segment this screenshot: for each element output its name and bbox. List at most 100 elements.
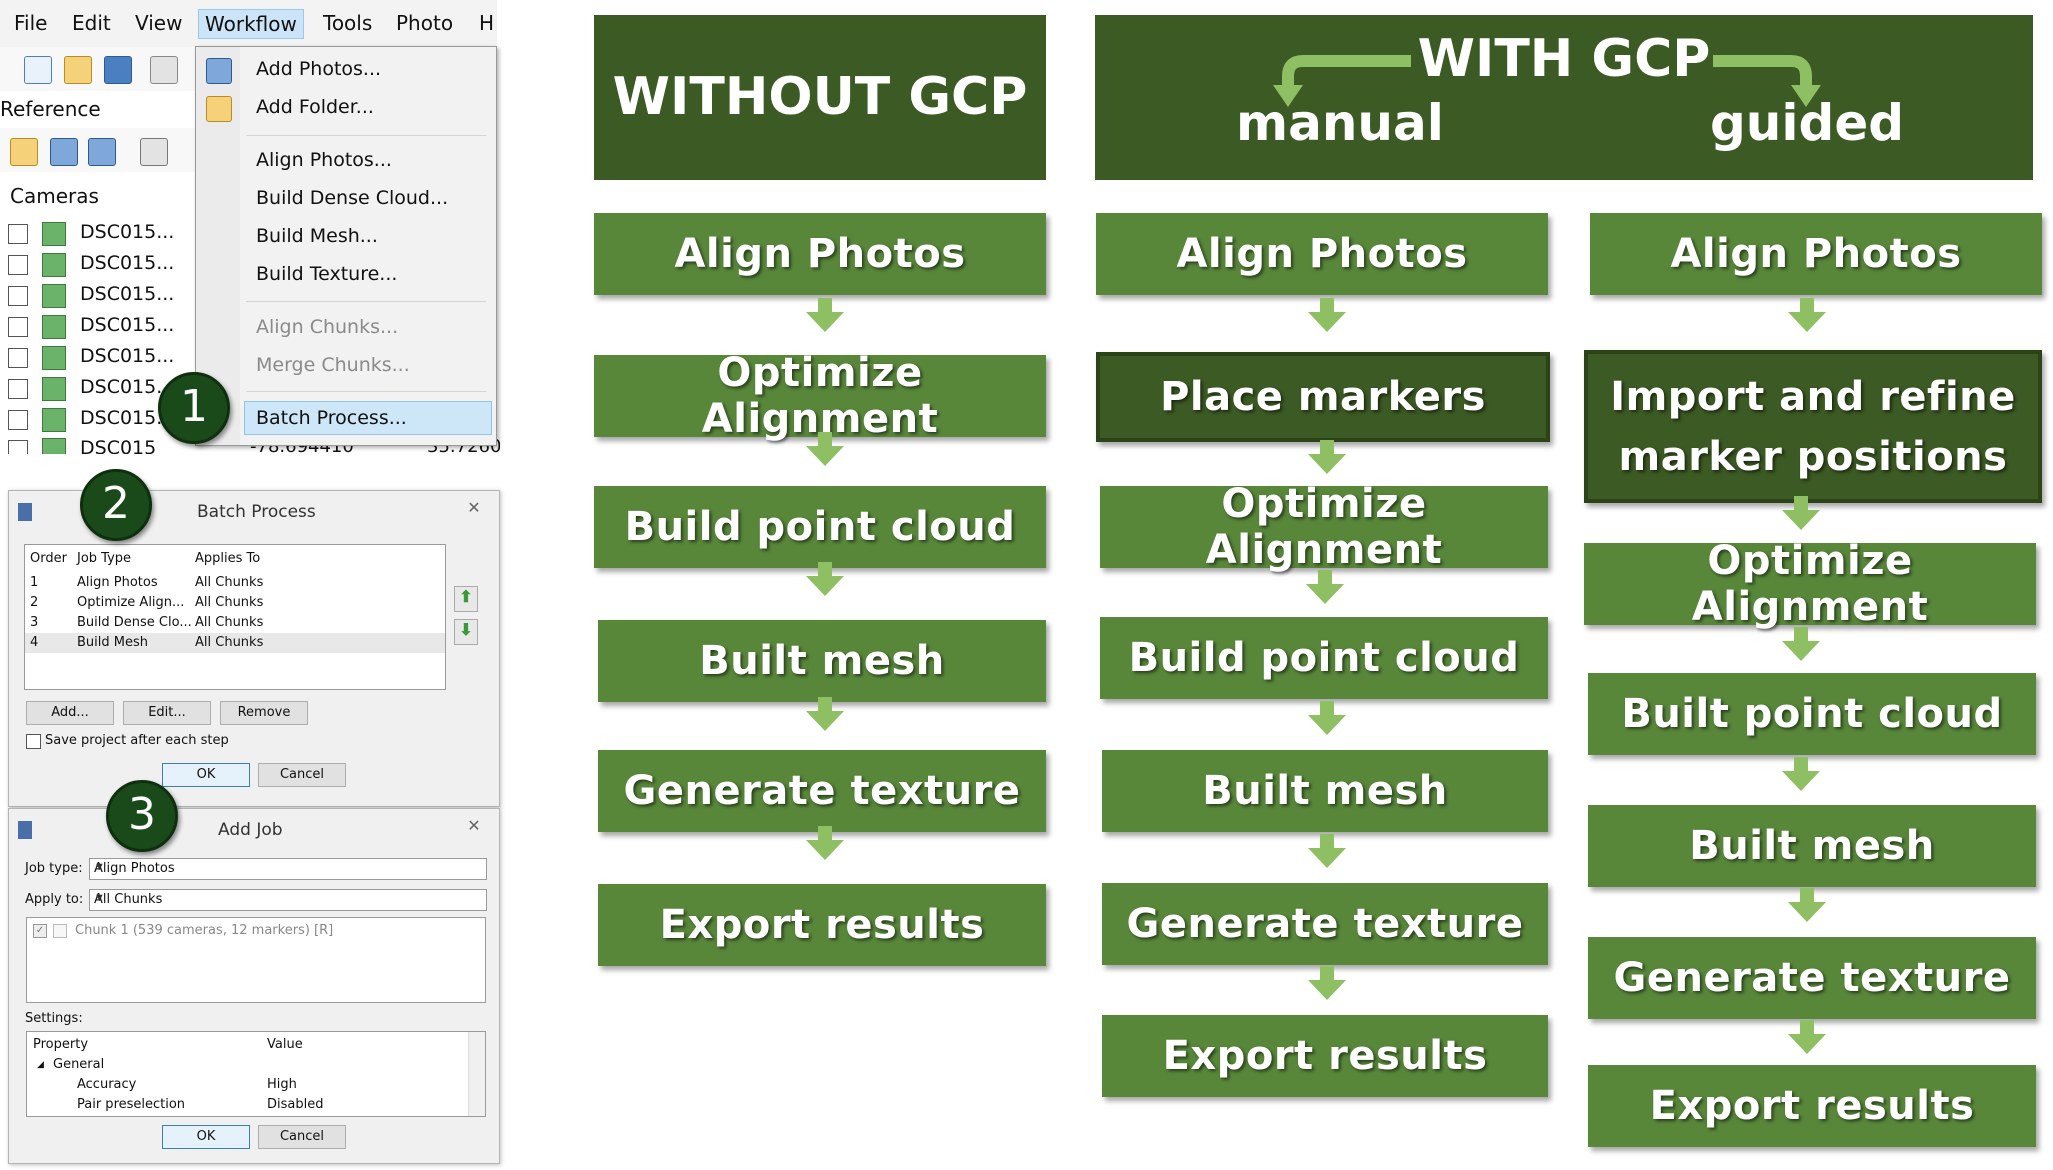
camera-row[interactable]: DSC015... — [8, 375, 198, 403]
header-with-gcp: WITH GCP manual guided — [1095, 15, 2033, 180]
menu-item-align-photos[interactable]: Align Photos... — [256, 149, 392, 171]
ok-button[interactable]: OK — [162, 1125, 250, 1149]
menu-tools[interactable]: Tools — [323, 11, 373, 35]
scrollbar[interactable] — [468, 1032, 485, 1116]
camera-checkbox[interactable] — [8, 317, 28, 337]
dialog-title: Batch Process — [197, 502, 316, 522]
edit-job-button[interactable]: Edit... — [123, 701, 211, 725]
step-box: Align Photos — [594, 213, 1046, 295]
settings-table: Property Value ◢ General Accuracy High P… — [26, 1031, 486, 1117]
export-icon[interactable] — [50, 138, 78, 166]
header-without-gcp-title: WITHOUT GCP — [612, 67, 1028, 127]
menu-separator — [246, 135, 486, 136]
camera-row[interactable]: DSC015 — [8, 436, 198, 454]
open-folder-icon[interactable] — [64, 56, 92, 84]
table-cell[interactable]: Align Photos — [77, 575, 158, 590]
add-folder-icon — [206, 96, 232, 122]
camera-row[interactable]: DSC015... — [8, 251, 198, 279]
table-cell[interactable]: All Chunks — [195, 615, 264, 630]
camera-name: DSC015... — [80, 376, 175, 398]
add-job-button[interactable]: Add... — [26, 701, 114, 725]
down-arrow-icon — [1782, 496, 1820, 530]
apply-to-value: All Chunks — [94, 892, 163, 907]
import-icon[interactable] — [10, 138, 38, 166]
table-cell[interactable]: All Chunks — [195, 595, 264, 610]
down-arrow-icon — [1788, 298, 1826, 332]
chunk-checkbox[interactable]: ✓ — [33, 924, 47, 938]
header-without-gcp: WITHOUT GCP — [594, 15, 1046, 180]
convert-icon[interactable] — [88, 138, 116, 166]
menu-item-build-dense-cloud[interactable]: Build Dense Cloud... — [256, 187, 449, 209]
menu-item-add-folder[interactable]: Add Folder... — [256, 96, 374, 118]
menu-photo[interactable]: Photo — [396, 11, 454, 35]
apply-to-label: Apply to: — [25, 892, 84, 907]
cancel-button[interactable]: Cancel — [258, 1125, 346, 1149]
undo-icon[interactable] — [150, 56, 178, 84]
move-down-arrow-icon[interactable]: ⬇ — [454, 619, 478, 645]
down-arrow-icon — [1308, 966, 1346, 1000]
table-cell[interactable]: 3 — [30, 615, 39, 630]
expand-triangle-icon[interactable]: ◢ — [37, 1060, 44, 1070]
step-box: Export results — [1588, 1065, 2036, 1147]
camera-checkbox[interactable] — [8, 348, 28, 368]
step-box: Export results — [1102, 1015, 1548, 1097]
menu-help[interactable]: H — [479, 11, 495, 35]
table-cell[interactable]: 1 — [30, 575, 39, 590]
close-icon[interactable]: ✕ — [467, 818, 481, 835]
camera-checkbox[interactable] — [8, 255, 28, 275]
apply-to-select[interactable]: All Chunks ▼ — [89, 889, 487, 911]
table-cell[interactable]: Optimize Align... — [77, 595, 185, 610]
camera-checkbox[interactable] — [8, 224, 28, 244]
down-arrow-icon — [1788, 888, 1826, 922]
table-cell[interactable]: 2 — [30, 595, 39, 610]
add-photos-icon — [206, 58, 232, 84]
down-arrow-icon — [1308, 701, 1346, 735]
camera-checkbox[interactable] — [8, 440, 28, 454]
step-box: Align Photos — [1590, 213, 2042, 295]
menu-item-batch-process[interactable]: Batch Process... — [256, 407, 407, 429]
move-up-arrow-icon[interactable]: ⬆ — [454, 586, 478, 612]
reference-toolbar — [0, 128, 197, 172]
setting-value[interactable]: Disabled — [267, 1097, 324, 1112]
menu-workflow[interactable]: Workflow — [198, 9, 304, 39]
menu-edit[interactable]: Edit — [72, 11, 111, 35]
down-arrow-icon — [806, 697, 844, 731]
menu-item-add-photos[interactable]: Add Photos... — [256, 58, 382, 80]
camera-checkbox[interactable] — [8, 286, 28, 306]
down-arrow-icon — [1308, 440, 1346, 474]
menu-item-build-mesh[interactable]: Build Mesh... — [256, 225, 378, 247]
menu-file[interactable]: File — [14, 11, 48, 35]
column-header-value: Value — [267, 1037, 303, 1052]
camera-row[interactable]: DSC015... — [8, 344, 198, 372]
table-cell[interactable]: Build Dense Clo... — [77, 615, 192, 630]
menu-separator — [246, 301, 486, 302]
save-after-step-checkbox[interactable] — [26, 734, 41, 749]
down-arrow-icon — [1308, 834, 1346, 868]
table-cell[interactable]: All Chunks — [195, 575, 264, 590]
menu-separator — [246, 391, 486, 392]
setting-value[interactable]: High — [267, 1077, 297, 1092]
camera-row[interactable]: DSC015.. — [8, 406, 198, 434]
down-arrow-icon — [806, 432, 844, 466]
camera-checkbox[interactable] — [8, 410, 28, 430]
chunk-item-label: Chunk 1 (539 cameras, 12 markers) [R] — [75, 923, 334, 938]
menu-view[interactable]: View — [135, 11, 183, 35]
camera-row[interactable]: DSC015... — [8, 220, 198, 248]
step-box: Built mesh — [1588, 805, 2036, 887]
menu-item-build-texture[interactable]: Build Texture... — [256, 263, 398, 285]
menu-item-align-chunks: Align Chunks... — [256, 316, 399, 338]
table-cell[interactable]: All Chunks — [195, 635, 264, 650]
ok-button[interactable]: OK — [162, 763, 250, 787]
camera-row[interactable]: DSC015... — [8, 282, 198, 310]
remove-job-button[interactable]: Remove — [220, 701, 308, 725]
camera-checkbox[interactable] — [8, 379, 28, 399]
table-cell[interactable]: 4 — [30, 635, 39, 650]
job-type-select[interactable]: Align Photos ▼ — [89, 858, 487, 880]
new-file-icon[interactable] — [24, 56, 52, 84]
save-icon[interactable] — [104, 56, 132, 84]
table-icon[interactable] — [140, 138, 168, 166]
camera-row[interactable]: DSC015... — [8, 313, 198, 341]
close-icon[interactable]: ✕ — [467, 500, 481, 517]
table-cell[interactable]: Build Mesh — [77, 635, 148, 650]
cancel-button[interactable]: Cancel — [258, 763, 346, 787]
